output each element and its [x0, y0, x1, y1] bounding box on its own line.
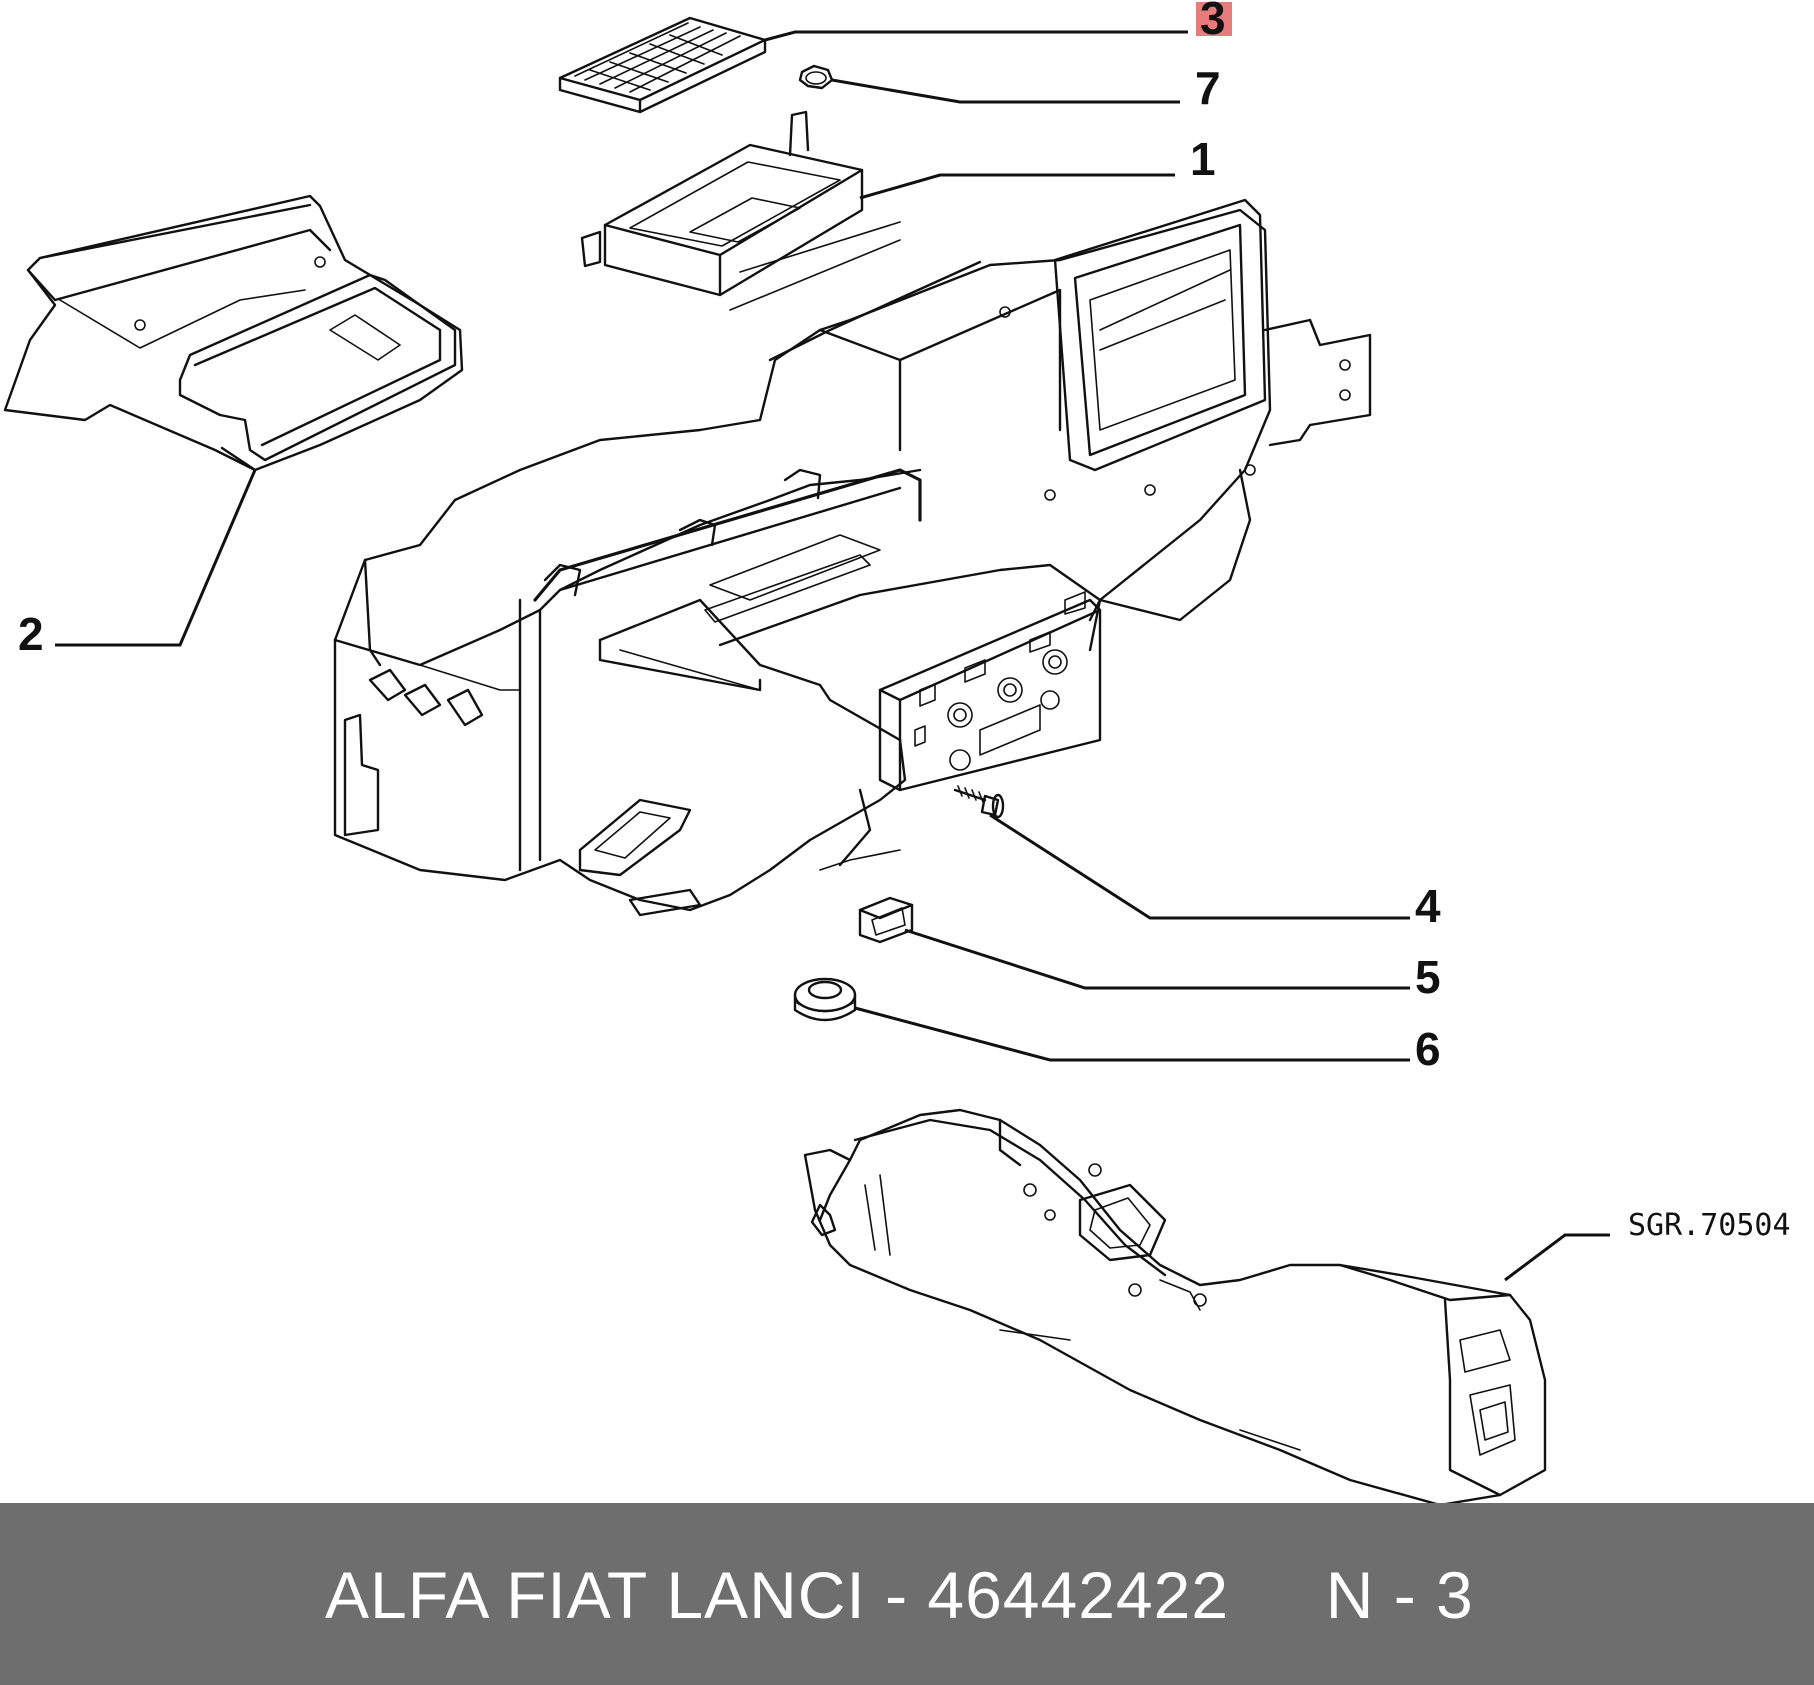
footer-text: ALFA FIAT LANCI - 46442422 N - 3: [325, 1558, 1474, 1632]
part-7-nut: [798, 64, 834, 90]
footer-bar: [0, 1503, 1814, 1685]
leader-lines: [55, 30, 1610, 1282]
callout-2: 2: [18, 608, 44, 660]
callout-7: 7: [1195, 62, 1221, 114]
part-2-air-duct: [3, 194, 464, 472]
reference-code: SGR.70504: [1628, 1208, 1791, 1243]
callout-6: 6: [1415, 1023, 1441, 1075]
hvac-heater-box: [333, 198, 1372, 917]
part-4-screw: [953, 785, 1005, 819]
center-console: [803, 1108, 1547, 1503]
callout-1: 1: [1190, 133, 1216, 185]
callout-3: 3: [1200, 0, 1226, 44]
callout-4: 4: [1415, 880, 1441, 932]
part-1-filter-housing: [580, 110, 901, 311]
callout-5: 5: [1415, 951, 1441, 1003]
parts-diagram: 3 7 1 2 4 5 6 SGR.70504: [3, 0, 1791, 1503]
part-6-grommet: [793, 977, 857, 1022]
part-5-clip: [858, 896, 914, 944]
callout-3-highlight: [1196, 2, 1232, 36]
part-3-cabin-filter: [558, 16, 767, 114]
